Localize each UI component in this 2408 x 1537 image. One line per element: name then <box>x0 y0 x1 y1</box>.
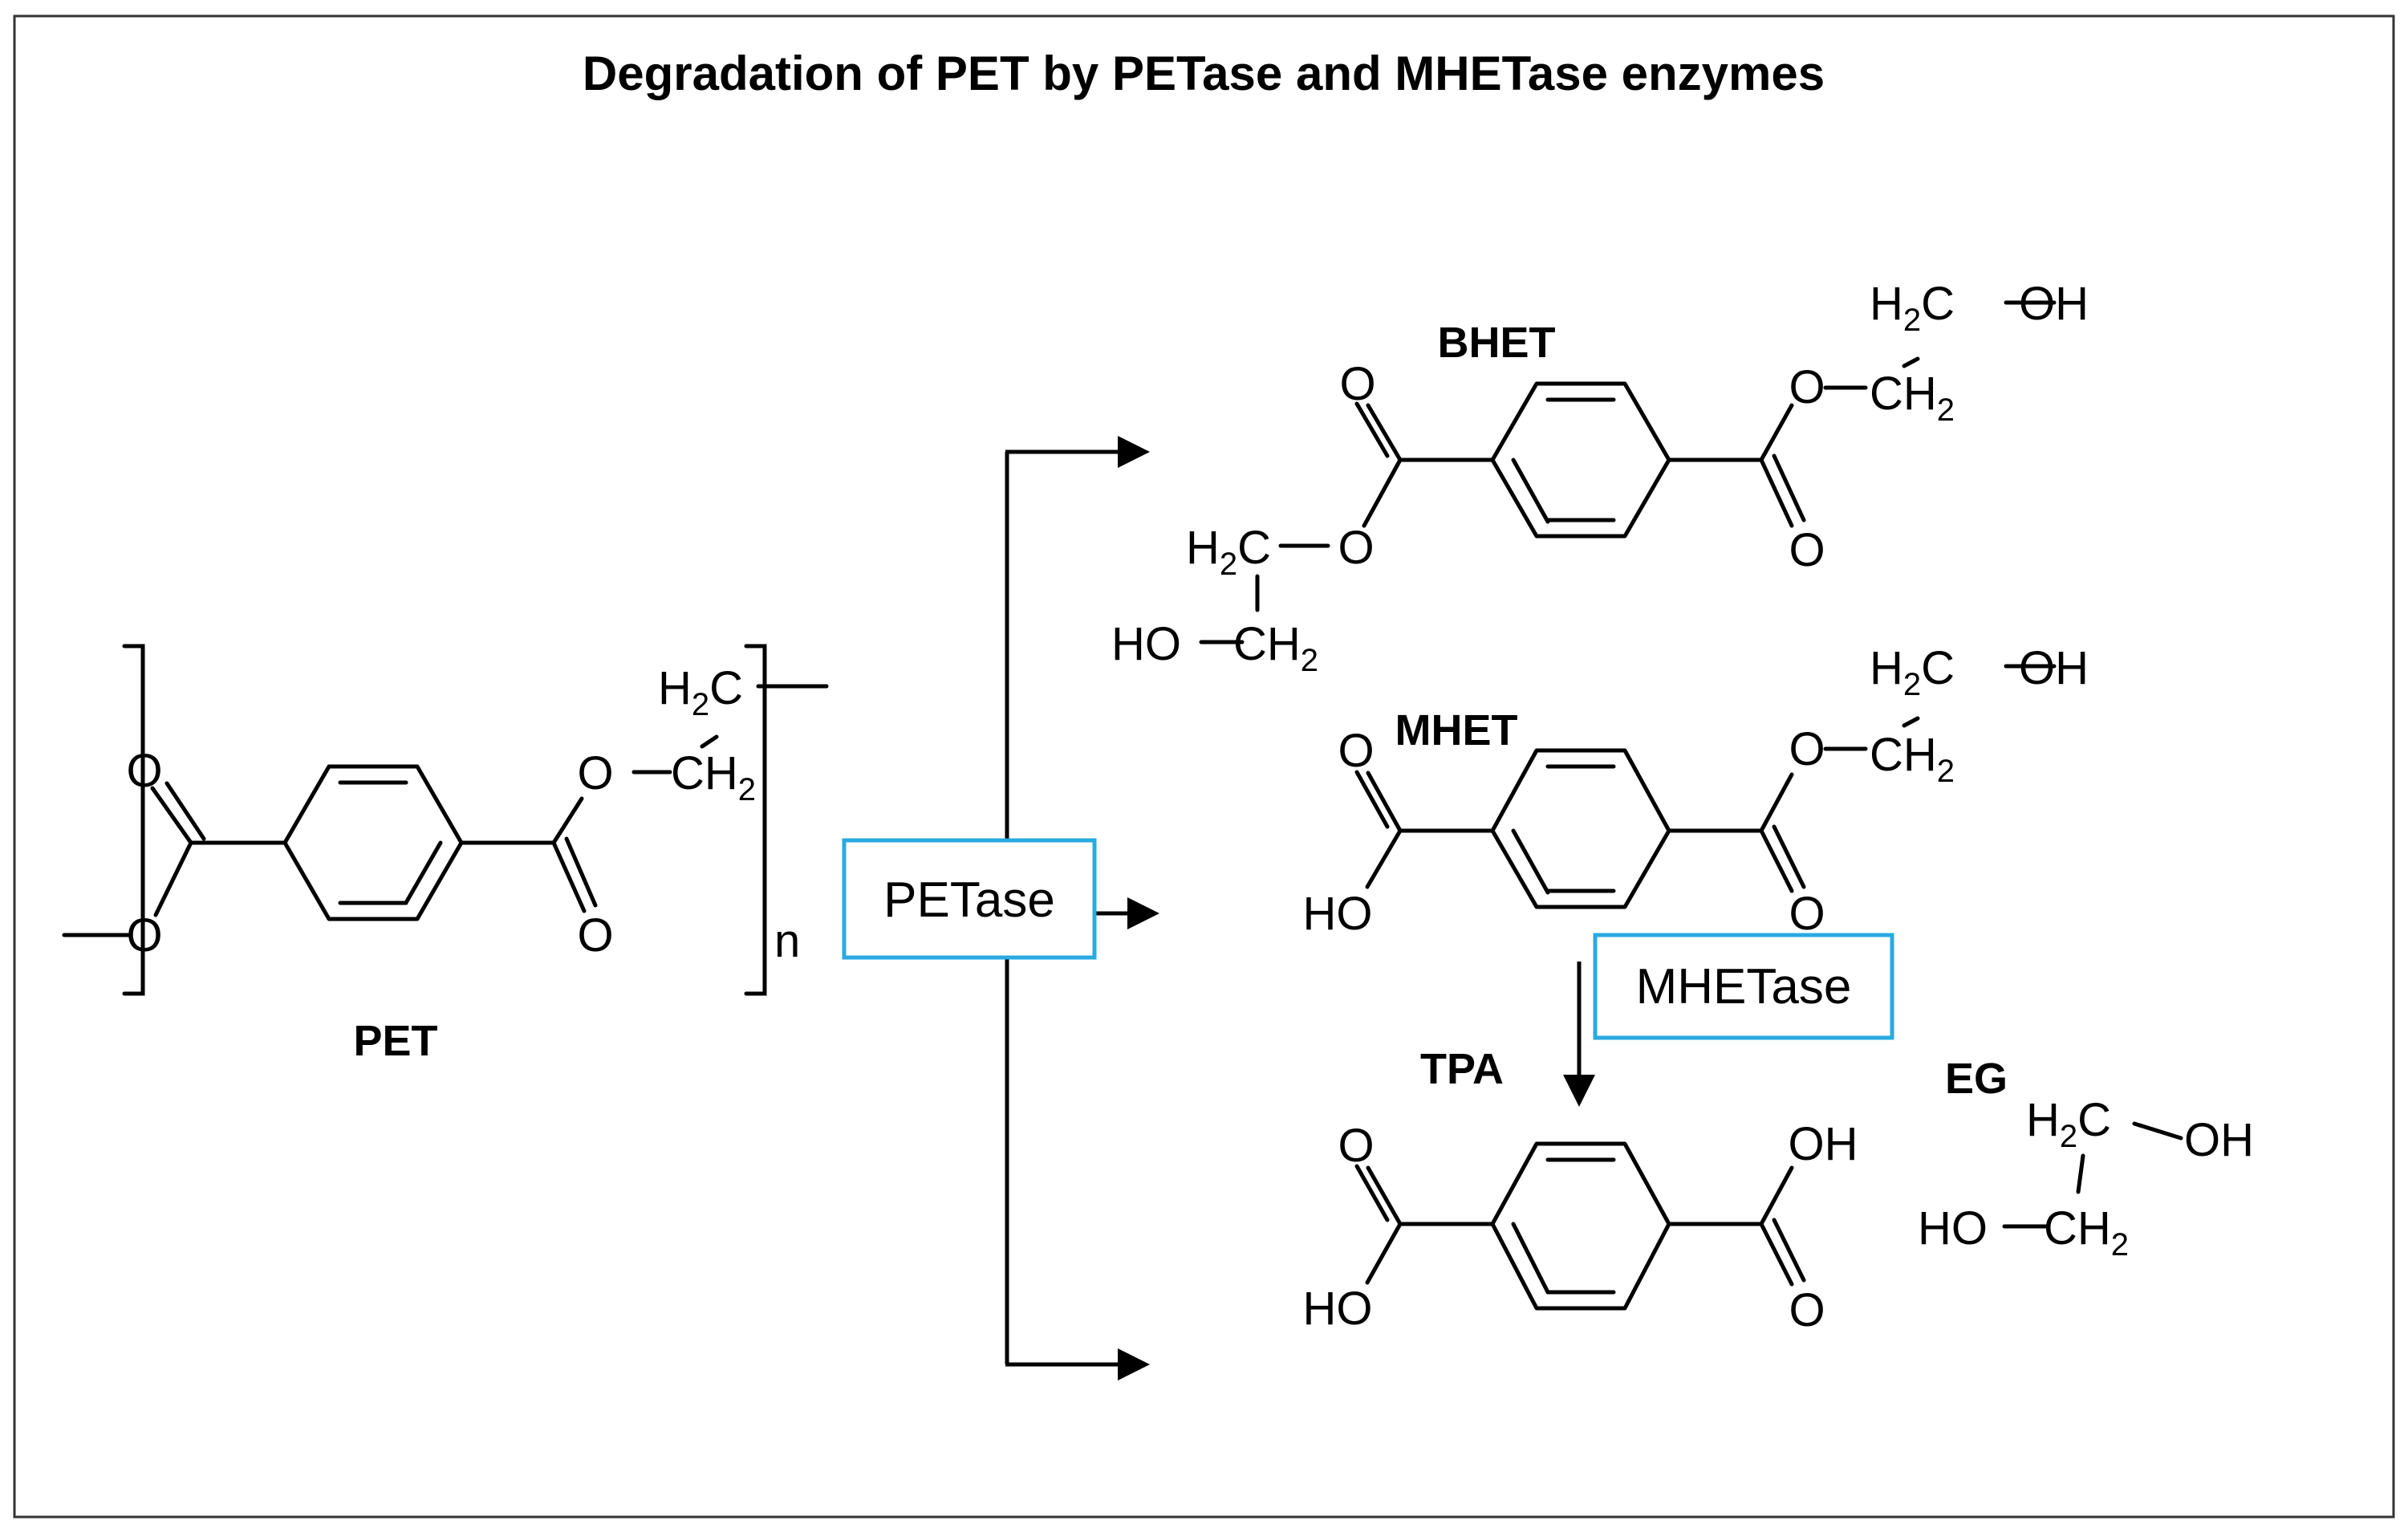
atom-o: O <box>577 909 613 962</box>
mhet-label: MHET <box>1395 706 1518 754</box>
mhetase-enzyme-box: MHETase <box>1593 933 1894 1040</box>
petase-enzyme-box: PETase <box>842 838 1097 960</box>
mhetase-label: MHETase <box>1636 959 1852 1015</box>
atom-o: O <box>126 909 162 962</box>
reaction-arrows <box>1005 436 1595 1380</box>
pet-label: PET <box>353 1017 437 1065</box>
eg-label: EG <box>1945 1055 2008 1103</box>
atom-o: O <box>1338 725 1374 777</box>
bhet-label: BHET <box>1438 319 1556 367</box>
pet-right-bracket <box>744 644 767 996</box>
tpa-label: TPA <box>1420 1045 1504 1093</box>
pet-repeat-n: n <box>774 915 800 967</box>
atom-ho: HO <box>1303 1283 1373 1335</box>
diagram-title: Degradation of PET by PETase and MHETase… <box>583 47 1825 100</box>
atom-ho: HO <box>1303 888 1373 940</box>
bhet-h2c-group: H2C <box>1186 522 1271 582</box>
atom-o: O <box>1338 522 1374 574</box>
atom-o: O <box>1789 524 1825 576</box>
tpa-structure: TPA O HO OH O <box>1303 1045 1858 1336</box>
atom-o: O <box>1338 1120 1374 1172</box>
atom-o: O <box>1789 888 1825 940</box>
atom-oh: OH <box>1789 1118 1858 1170</box>
pet-left-bracket <box>122 644 145 996</box>
atom-o: O <box>1789 723 1825 775</box>
pet-h2c-group: H2C <box>658 662 743 722</box>
bhet-ch2-group: CH2 <box>1870 368 1955 428</box>
atom-o: O <box>1789 1284 1825 1336</box>
petase-label: PETase <box>883 872 1055 928</box>
mhet-ch2-group: CH2 <box>1870 729 1955 789</box>
atom-o: O <box>1339 358 1375 410</box>
pet-structure: n O O O O H2C CH2 PET <box>62 644 829 1065</box>
atom-o: O <box>577 747 613 799</box>
eg-h2c-group: H2C <box>2026 1094 2111 1154</box>
atom-oh: OH <box>2184 1114 2254 1166</box>
atom-o: O <box>1789 361 1825 413</box>
atom-o: O <box>126 745 162 797</box>
pet-ch2-group: CH2 <box>671 747 756 807</box>
